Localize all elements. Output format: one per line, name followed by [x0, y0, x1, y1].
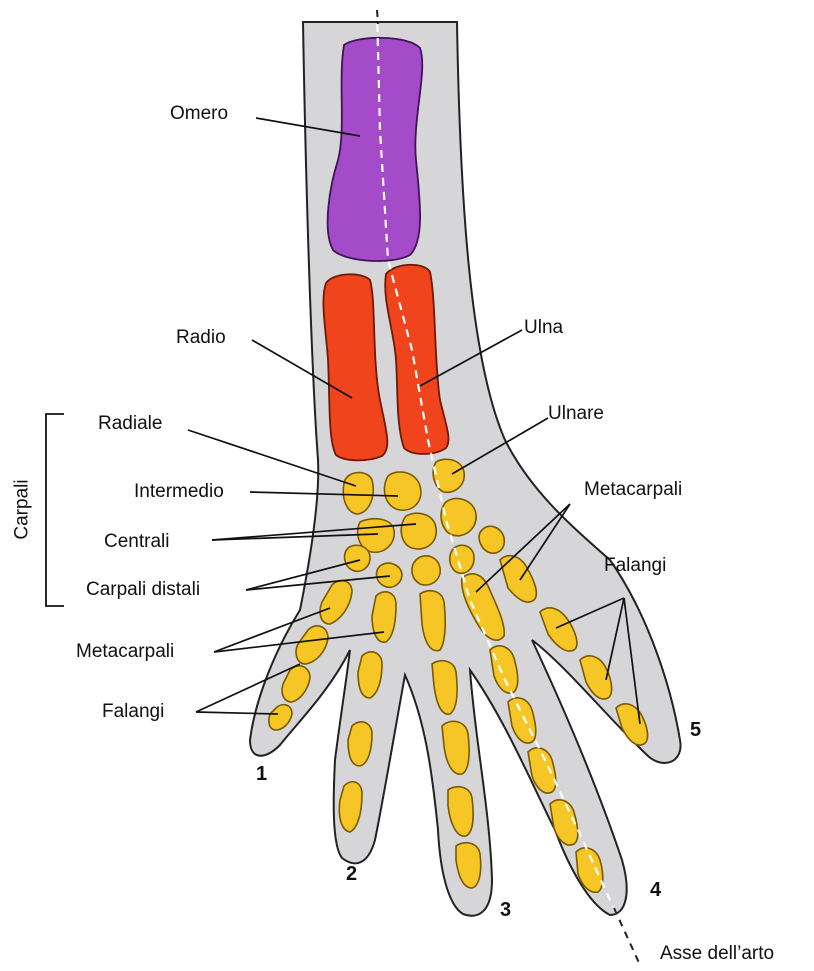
- label-carpali-bracket: Carpali: [13, 479, 32, 539]
- label-omero: Omero: [170, 104, 228, 123]
- label-metacarpali-right: Metacarpali: [584, 480, 682, 499]
- centrale-2-bone: [401, 513, 436, 549]
- digit-number-3: 3: [500, 900, 511, 920]
- centrale-3-bone: [441, 498, 476, 535]
- label-asse-arto: Asse dell’arto: [660, 944, 774, 963]
- humerus-bone: [328, 38, 423, 261]
- intermedio-bone: [384, 472, 420, 510]
- label-carpali-distali: Carpali distali: [86, 580, 200, 599]
- carpale-distale-4: [450, 545, 474, 573]
- carpale-distale-3: [412, 556, 440, 585]
- label-intermedio: Intermedio: [134, 482, 224, 501]
- carpali-bracket: [46, 414, 64, 606]
- label-centrali: Centrali: [104, 532, 169, 551]
- label-ulna: Ulna: [524, 318, 563, 337]
- label-ulnare: Ulnare: [548, 404, 604, 423]
- digit-number-4: 4: [650, 880, 661, 900]
- digit-number-1: 1: [256, 764, 267, 784]
- limb-outline: [250, 22, 681, 916]
- carpale-distale-1: [345, 545, 370, 571]
- label-radiale: Radiale: [98, 414, 162, 433]
- label-falangi-right: Falangi: [604, 556, 666, 575]
- digit-number-5: 5: [690, 720, 701, 740]
- label-falangi-left: Falangi: [102, 702, 164, 721]
- digit-number-2: 2: [346, 864, 357, 884]
- carpale-distale-2: [377, 563, 402, 587]
- radiale-bone: [343, 473, 373, 515]
- label-radio: Radio: [176, 328, 226, 347]
- label-metacarpali-left: Metacarpali: [76, 642, 174, 661]
